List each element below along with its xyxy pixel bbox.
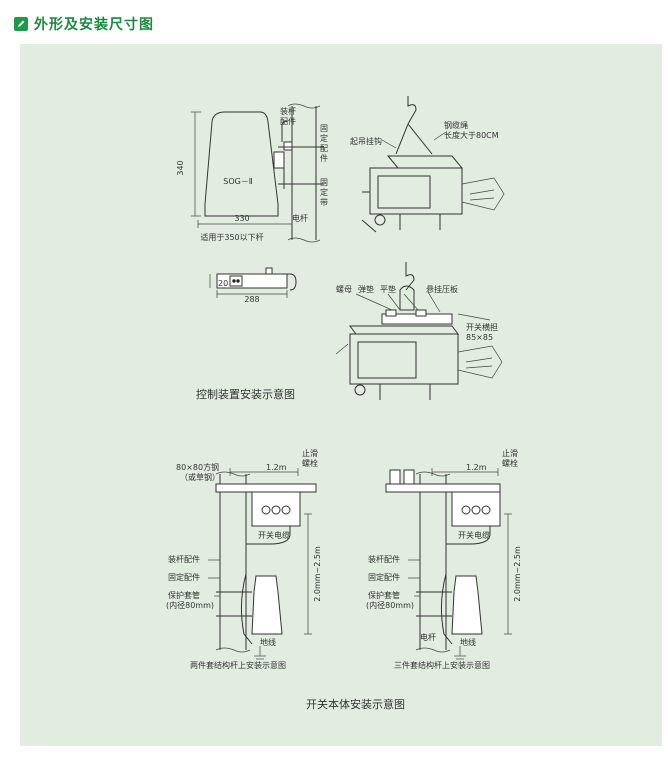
svg-text:80×80方钢: 80×80方钢 — [176, 462, 219, 472]
svg-text:2.0mm~2.5m: 2.0mm~2.5m — [513, 546, 522, 602]
lifting-hook-label: 起吊挂钩 — [350, 136, 382, 146]
svg-text:固定配件: 固定配件 — [168, 572, 200, 582]
svg-text:开关横担: 开关横担 — [466, 322, 498, 332]
svg-text:1.2m: 1.2m — [266, 463, 287, 472]
switch-caption: 开关本体安装示意图 — [306, 697, 405, 711]
switch-lifting-figure: 起吊挂钩 钢缆绳 长度大于80CM — [350, 96, 505, 233]
svg-text:保护套管: 保护套管 — [168, 590, 200, 600]
pole-label: 电杆 — [292, 213, 308, 223]
svg-text:带: 带 — [320, 198, 328, 207]
diagram-panel: 340 330 SOG－Ⅱ 适用于350以下杆 装杆 配件 固 定 配 件 固 … — [20, 44, 662, 746]
height-dimension: 340 — [176, 160, 185, 175]
svg-text:开关电缆: 开关电缆 — [258, 530, 290, 540]
svg-text:装杆配件: 装杆配件 — [368, 554, 400, 564]
section-header: 外形及安装尺寸图 — [14, 12, 154, 36]
svg-text:配件: 配件 — [280, 116, 296, 126]
svg-text:2.0mm~2.5m: 2.0mm~2.5m — [313, 546, 322, 602]
svg-text:平垫: 平垫 — [380, 284, 396, 294]
svg-text:止滑: 止滑 — [302, 448, 318, 458]
svg-text:装杆: 装杆 — [280, 106, 296, 116]
svg-text:1.2m: 1.2m — [466, 463, 487, 472]
svg-text:配: 配 — [320, 144, 328, 153]
installation-drawing: 340 330 SOG－Ⅱ 适用于350以下杆 装杆 配件 固 定 配 件 固 … — [166, 96, 522, 711]
svg-text:电杆: 电杆 — [420, 632, 436, 642]
svg-text:件: 件 — [320, 153, 328, 163]
svg-text:螺栓: 螺栓 — [302, 458, 318, 468]
svg-text:长度大于80CM: 长度大于80CM — [444, 130, 499, 140]
svg-text:止滑: 止滑 — [502, 448, 518, 458]
svg-text:定: 定 — [320, 133, 328, 143]
svg-text:固定配件: 固定配件 — [368, 572, 400, 582]
svg-text:弹垫: 弹垫 — [358, 284, 374, 294]
svg-text:地线: 地线 — [260, 637, 276, 647]
svg-text:螺栓: 螺栓 — [502, 458, 518, 468]
section-title: 外形及安装尺寸图 — [34, 17, 154, 33]
svg-text:定: 定 — [320, 187, 328, 197]
width-dimension: 330 — [234, 214, 249, 223]
svg-text:（或草钢）: （或草钢） — [180, 472, 220, 482]
switch-clamp-figure: 螺母 弹垫 平垫 悬挂压板 开关横担 85×85 — [335, 262, 503, 400]
bracket-figure: 20 288 — [209, 267, 297, 304]
steel-rope-label: 钢缆绳 — [444, 120, 468, 130]
model-label: SOG－Ⅱ — [223, 177, 253, 186]
svg-text:(内径80mm): (内径80mm) — [366, 600, 414, 610]
svg-text:地线: 地线 — [460, 637, 476, 647]
svg-text:(内径80mm): (内径80mm) — [166, 600, 214, 610]
svg-text:20: 20 — [218, 279, 228, 288]
controller-caption: 控制装置安装示意图 — [196, 387, 295, 401]
edit-icon — [14, 17, 28, 31]
three-piece-caption: 三件套结构杆上安装示意图 — [394, 660, 490, 670]
svg-text:装杆配件: 装杆配件 — [168, 554, 200, 564]
svg-text:288: 288 — [244, 295, 259, 304]
svg-text:开关电缆: 开关电缆 — [458, 530, 490, 540]
svg-text:悬挂压板: 悬挂压板 — [426, 284, 458, 294]
pole-size-note: 适用于350以下杆 — [200, 232, 263, 242]
two-piece-caption: 两件套结构杆上安装示意图 — [190, 660, 286, 670]
three-piece-mounting-figure: 止滑 螺栓 1.2m 开关电缆 装杆配件 固定配件 保护套管 (内径80mm) … — [366, 448, 522, 670]
controller-outline-figure: 340 330 SOG－Ⅱ 适用于350以下杆 装杆 配件 固 定 配 件 固 … — [176, 103, 328, 243]
svg-text:螺母: 螺母 — [336, 284, 352, 294]
svg-text:保护套管: 保护套管 — [368, 590, 400, 600]
svg-text:固: 固 — [320, 124, 328, 133]
two-piece-mounting-figure: 80×80方钢 （或草钢） 止滑 螺栓 1.2m 开关电缆 装杆配件 固定配件 … — [166, 448, 322, 670]
svg-text:固: 固 — [320, 178, 328, 187]
svg-text:85×85: 85×85 — [466, 333, 493, 342]
